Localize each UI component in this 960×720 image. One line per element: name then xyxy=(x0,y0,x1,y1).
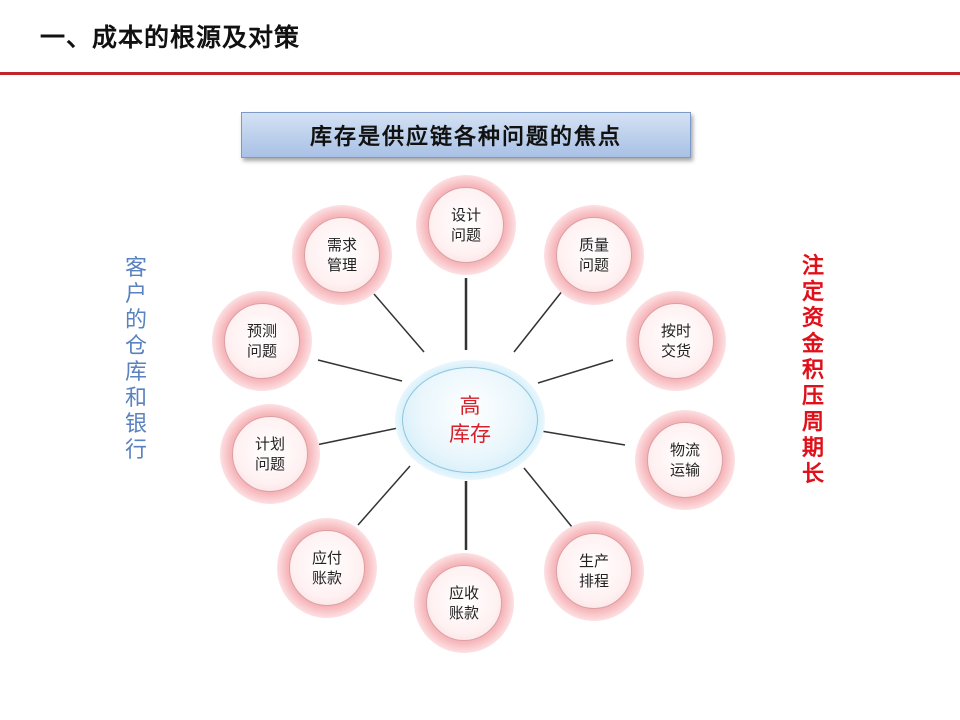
spoke-production-scheduling xyxy=(523,467,573,528)
node-quality: 质量 问题 xyxy=(544,205,644,305)
node-planning: 计划 问题 xyxy=(220,404,320,504)
left-side-caption: 客户的仓库和银行 xyxy=(124,256,147,463)
node-on-time-delivery: 按时 交货 xyxy=(626,291,726,391)
node-logistics: 物流 运输 xyxy=(635,410,735,510)
spoke-demand-management xyxy=(373,293,425,353)
page-title: 一、成本的根源及对策 xyxy=(40,23,301,52)
title-divider xyxy=(0,72,960,75)
node-receivables: 应收 账款 xyxy=(414,553,514,653)
node-forecast-label: 预测 问题 xyxy=(224,303,300,379)
node-on-time-delivery-label: 按时 交货 xyxy=(638,303,714,379)
node-forecast: 预测 问题 xyxy=(212,291,312,391)
center-node-label: 高 库存 xyxy=(402,367,538,473)
node-demand-management: 需求 管理 xyxy=(292,205,392,305)
right-side-caption: 注定资金积压周期长 xyxy=(801,254,824,487)
spoke-planning xyxy=(315,427,399,446)
node-design-label: 设计 问题 xyxy=(428,187,504,263)
node-production-scheduling-label: 生产 排程 xyxy=(556,533,632,609)
node-quality-label: 质量 问题 xyxy=(556,217,632,293)
spoke-logistics xyxy=(540,430,626,446)
spoke-payables xyxy=(357,465,411,526)
node-payables: 应付 账款 xyxy=(277,518,377,618)
node-design: 设计 问题 xyxy=(416,175,516,275)
banner-heading: 库存是供应链各种问题的焦点 xyxy=(241,112,691,158)
node-production-scheduling: 生产 排程 xyxy=(544,521,644,621)
node-payables-label: 应付 账款 xyxy=(289,530,365,606)
center-node: 高 库存 xyxy=(395,360,545,480)
spoke-forecast xyxy=(317,359,403,382)
spoke-quality xyxy=(513,289,564,353)
node-receivables-label: 应收 账款 xyxy=(426,565,502,641)
node-logistics-label: 物流 运输 xyxy=(647,422,723,498)
spoke-on-time-delivery xyxy=(537,359,614,384)
node-demand-management-label: 需求 管理 xyxy=(304,217,380,293)
node-planning-label: 计划 问题 xyxy=(232,416,308,492)
